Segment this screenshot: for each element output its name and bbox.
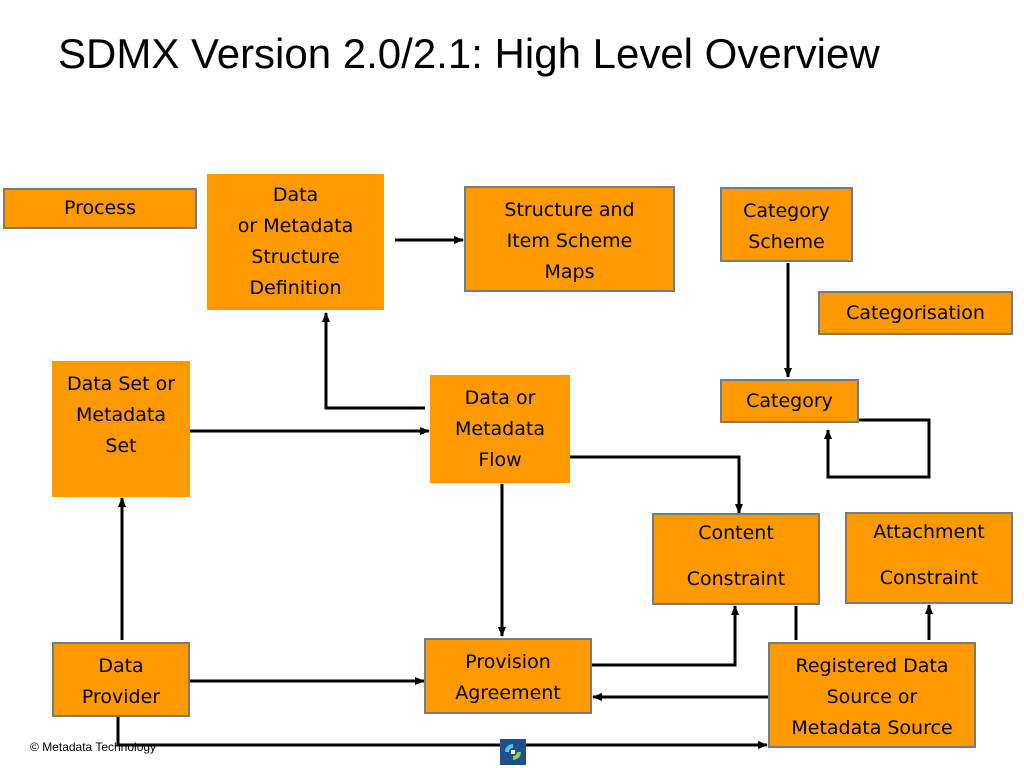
arrow-provider-to-source (116, 716, 768, 749)
box-dataflow-line: Flow (478, 449, 522, 471)
footer-text: Metadata Technology (42, 740, 157, 754)
box-process-label: Process (63, 197, 137, 219)
box-category: Category (720, 379, 859, 423)
box-content-constraint: Content Constraint (652, 513, 820, 605)
footer-copyright: © Metadata Technology (30, 740, 156, 754)
box-structure-definition-line: or Metadata (237, 215, 354, 237)
box-categorisation-label: Categorisation (846, 301, 985, 324)
box-registered-source-line: Source or (826, 686, 918, 708)
box-structure-definition: Data or Metadata Structure Definition (207, 174, 384, 310)
box-structure-definition-line: Definition (249, 277, 342, 299)
box-provision-agreement-line: Provision (465, 651, 551, 673)
box-structure-maps-line: Item Scheme (506, 230, 633, 252)
box-dataflow: Data or Metadata Flow (430, 375, 570, 483)
box-registered-source: Registered Data Source or Metadata Sourc… (768, 642, 976, 748)
box-data-set-line: Set (105, 435, 137, 457)
box-structure-definition-line: Structure (251, 246, 340, 268)
box-attachment-constraint-line: Constraint (879, 567, 979, 589)
box-data-provider-line: Data (98, 655, 144, 677)
metadata-technology-logo-icon (500, 739, 526, 765)
box-attachment-constraint: Attachment Constraint (845, 512, 1013, 604)
box-registered-source-line: Metadata Source (791, 717, 953, 739)
box-structure-maps-line: Maps (544, 261, 595, 283)
box-structure-maps: Structure and Item Scheme Maps (464, 186, 675, 292)
box-data-set: Data Set or Metadata Set (52, 361, 190, 497)
box-categorisation: Categorisation (818, 291, 1013, 335)
box-category-label: Category (746, 389, 833, 412)
box-dataflow-line: Data or (464, 387, 536, 409)
box-content-constraint-line: Content (698, 522, 774, 544)
arrow-flow-to-dsd (322, 312, 425, 410)
box-category-scheme-line: Scheme (748, 231, 825, 253)
box-structure-maps-line: Structure and (504, 199, 635, 221)
box-category-scheme: Category Scheme (720, 187, 853, 262)
box-category-scheme-line: Category (743, 200, 830, 222)
arrow-flow-to-content-constraint (570, 455, 743, 514)
box-dataflow-line: Metadata (455, 418, 545, 440)
box-data-set-line: Metadata (76, 404, 166, 426)
box-provision-agreement-line: Agreement (455, 682, 561, 704)
box-registered-source-line: Registered Data (795, 655, 949, 677)
box-content-constraint-line: Constraint (686, 568, 786, 590)
slide-title: SDMX Version 2.0/2.1: High Level Overvie… (58, 30, 880, 77)
arrow-category-self-loop (824, 418, 931, 479)
arrow-provision-to-content-constraint (592, 605, 739, 667)
copyright-symbol: © (30, 740, 39, 754)
box-data-set-line: Data Set or (66, 373, 176, 395)
box-data-provider: Data Provider (52, 642, 190, 717)
box-structure-definition-line: Data (272, 184, 319, 206)
box-attachment-constraint-line: Attachment (873, 521, 985, 543)
box-data-provider-line: Provider (81, 686, 161, 708)
box-provision-agreement: Provision Agreement (424, 638, 592, 714)
box-process: Process (3, 188, 197, 229)
